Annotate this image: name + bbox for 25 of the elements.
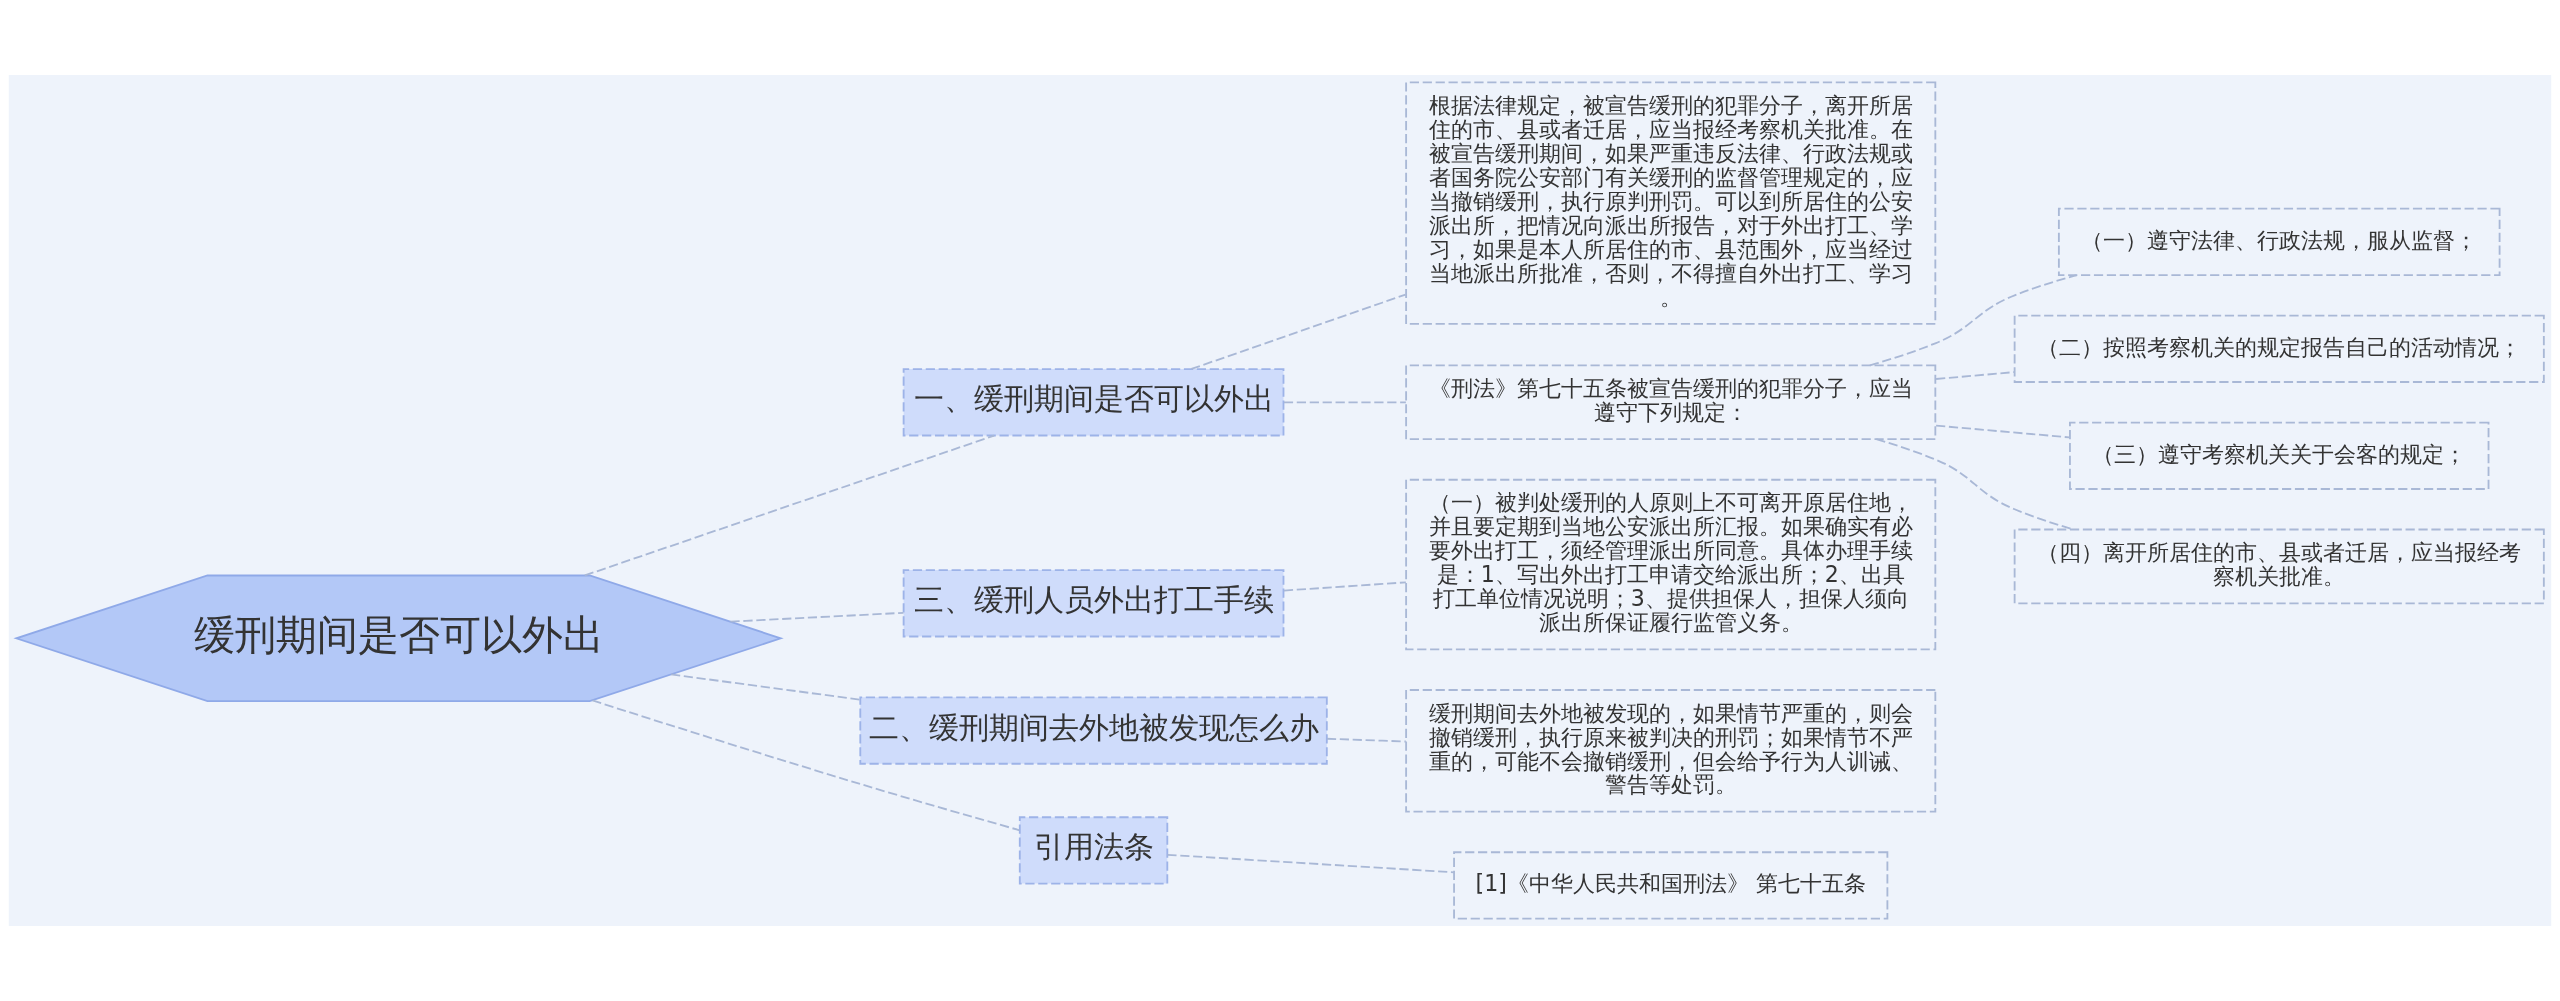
connector: [1283, 581, 1407, 592]
node-box: （一）遵守法律、行政法规，服从监督；: [2057, 207, 2501, 276]
connector: [1868, 274, 2078, 367]
node-box: [1]《中华人民共和国刑法》 第七十五条: [1453, 851, 1889, 920]
connector: [1190, 293, 1407, 370]
connector: [1283, 401, 1407, 404]
connector: [1166, 853, 1455, 874]
node-box: 缓刑期间去外地被发现的，如果情节严重的，则会撤销缓刑，执行原来被判决的刑罚；如果情节不严重的，可能不会撤销缓刑，但会给予行为人训诫、警告等处罚。: [1405, 689, 1937, 813]
connector: [591, 699, 1021, 832]
node-box: （一）被判处缓刑的人原则上不可离开原居住地，并且要定期到当地公安派出所汇报。如果确实有必要外出打工，须经管理派出所同意。具体办理手续是：1、写出外出打工申请交给派出所；2、出具打工单位情况说明；3、提供担保人，担保人须向派出所保证履行监管义务。: [1405, 478, 1937, 651]
node-box: 二、缓刑期间去外地被发现怎么办: [859, 696, 1328, 765]
node-box: （二）按照考察机关的规定报告自己的活动情况；: [2013, 314, 2545, 383]
connector: [583, 434, 996, 577]
node-box: （四）离开所居住的市、县或者迁居，应当报经考察机关批准。: [2013, 528, 2545, 605]
connector: [670, 673, 861, 701]
node-box: 引用法条: [1018, 816, 1169, 885]
connector: [1326, 737, 1407, 743]
node-box: 三、缓刑人员外出打工手续: [902, 569, 1285, 638]
connector: [1935, 424, 2071, 439]
node-box: 一、缓刑期间是否可以外出: [902, 368, 1285, 437]
node-box: 根据法律规定，被宣告缓刑的犯罪分子，离开所居住的市、县或者迁居，应当报经考察机关批准。在被宣告缓刑期间，如果严重违反法律、行政法规或者国务院公安部门有关缓刑的监督管理规定的，应当撤销缓刑，执行原判刑罚。可以到所居住的公安派出所，把情况向派出所报告，对于外出打工、学习，如果是本人所居住的市、县范围外，应当经过当地派出所批准，否则，不得擅自外出打工、学习。: [1405, 81, 1937, 325]
node-box: （三）遵守考察机关关于会客的规定；: [2069, 421, 2490, 490]
node-box: 《刑法》第七十五条被宣告缓刑的犯罪分子，应当遵守下列规定：: [1405, 364, 1937, 441]
connector: [1935, 371, 2016, 380]
connector: [729, 611, 905, 623]
